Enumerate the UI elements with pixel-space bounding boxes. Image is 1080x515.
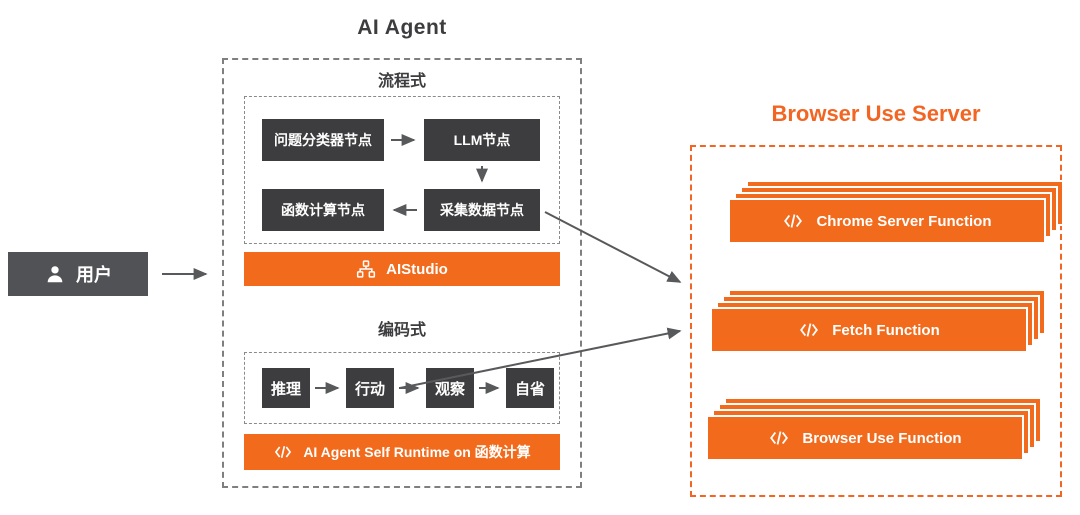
step-action: 行动 (346, 368, 394, 408)
node-function-compute: 函数计算节点 (262, 189, 384, 231)
user-icon (44, 263, 66, 285)
coding-section-label: 编码式 (377, 322, 426, 339)
browser-use-function-card: Browser Use Function (706, 415, 1024, 461)
browser-use-function-group: Browser Use Function (706, 397, 1046, 463)
node-llm: LLM节点 (424, 119, 540, 161)
code-icon (273, 442, 293, 462)
fetch-function-group: Fetch Function (710, 289, 1050, 355)
flow-section-label: 流程式 (377, 73, 426, 90)
chrome-server-function-group: Chrome Server Function (728, 180, 1068, 246)
chrome-server-function-card: Chrome Server Function (728, 198, 1046, 244)
fetch-function-label: Fetch Function (832, 321, 940, 339)
aistudio-flow-icon (356, 259, 376, 279)
flow-frame (244, 96, 560, 244)
step-reasoning: 推理 (262, 368, 310, 408)
aistudio-bar: AIStudio (244, 252, 560, 286)
step-reflect: 自省 (506, 368, 554, 408)
node-collect-data: 采集数据节点 (424, 189, 540, 231)
fetch-function-card: Fetch Function (710, 307, 1028, 353)
browser-use-function-label: Browser Use Function (802, 429, 962, 447)
agent-runtime-label: AI Agent Self Runtime on 函数计算 (303, 444, 531, 460)
code-icon (768, 427, 790, 449)
chrome-server-function-label: Chrome Server Function (816, 212, 992, 230)
code-icon (782, 210, 804, 232)
node-question-classifier: 问题分类器节点 (262, 119, 384, 161)
user-box: 用户 (8, 252, 148, 296)
code-icon (798, 319, 820, 341)
aistudio-label: AIStudio (386, 260, 448, 278)
user-label: 用户 (76, 265, 112, 285)
diagram-title: AI Agent (357, 16, 447, 39)
step-observe: 观察 (426, 368, 474, 408)
browser-use-server-title: Browser Use Server (771, 101, 981, 126)
browser-use-server-frame (690, 145, 1062, 497)
agent-runtime-bar: AI Agent Self Runtime on 函数计算 (244, 434, 560, 470)
